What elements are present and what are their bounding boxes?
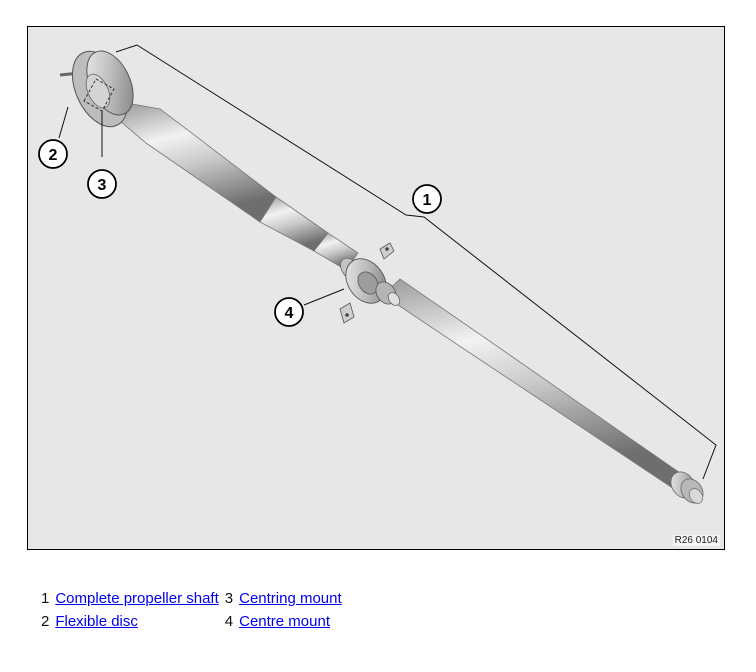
callout-2: 2 <box>38 139 68 169</box>
diagram-figure: 1 2 3 4 R26 0104 <box>27 26 725 550</box>
legend-number: 1 <box>41 590 50 607</box>
figure-reference-code: R26 0104 <box>672 535 720 546</box>
centring-mount-highlight <box>83 78 115 112</box>
svg-text:3: 3 <box>98 177 107 194</box>
svg-text:1: 1 <box>423 192 432 209</box>
front-large-tube <box>119 103 277 223</box>
legend-row: 2 Flexible disc 4 Centre mount <box>41 613 346 636</box>
callout-1: 1 <box>412 184 442 214</box>
centre-mount-link[interactable]: Centre mount <box>239 613 330 630</box>
svg-text:4: 4 <box>285 305 294 322</box>
complete-propeller-shaft-link[interactable]: Complete propeller shaft <box>55 590 219 607</box>
legend-number: 4 <box>224 613 234 630</box>
centre-mount <box>339 242 401 324</box>
callout-4: 4 <box>274 297 304 327</box>
shaft-length-bracket <box>115 44 717 480</box>
rear-joint <box>670 471 704 504</box>
legend-number: 2 <box>41 613 50 630</box>
centring-mount-link[interactable]: Centring mount <box>239 590 342 607</box>
legend-number: 3 <box>224 590 234 607</box>
callout-3: 3 <box>87 169 117 199</box>
flexible-disc-link[interactable]: Flexible disc <box>55 613 138 630</box>
leader-line-4 <box>303 288 345 306</box>
svg-text:2: 2 <box>49 147 58 164</box>
front-flexible-disc <box>59 50 134 128</box>
legend-row: 1 Complete propeller shaft 3 Centring mo… <box>41 590 346 613</box>
propeller-shaft-drawing: 1 2 3 4 <box>38 44 717 504</box>
leader-line-2 <box>58 106 69 139</box>
legend-table: 1 Complete propeller shaft 3 Centring mo… <box>41 590 346 636</box>
